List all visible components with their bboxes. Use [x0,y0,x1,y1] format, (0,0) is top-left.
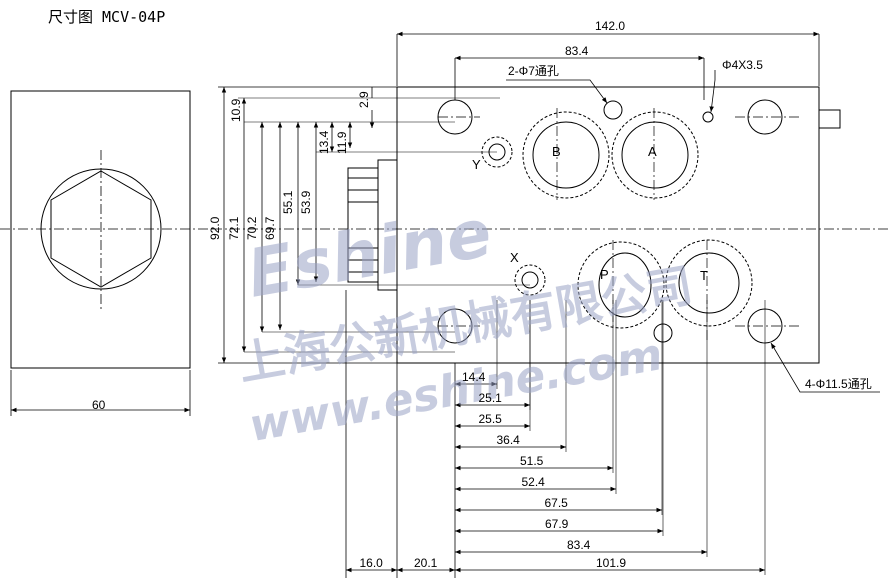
dim-11-9: 11.9 [335,131,349,154]
dim-x-101-9: 101.9 [596,556,626,570]
vertical-dims: 92.0 72.1 70.2 69.7 55.1 53.9 13.4 11.9 … [208,91,371,240]
port-x-label: X [510,250,519,265]
port-t-inner [678,252,740,314]
left-view [0,90,212,416]
dim-55-1: 55.1 [281,190,295,214]
port-b-inner [532,121,600,189]
dim-70-2: 70.2 [245,216,259,240]
body-outline [396,86,820,364]
dim-x-52-4: 52.4 [522,475,546,489]
dim-left-view-width: 60 [92,398,106,412]
dim-10-9: 10.9 [229,98,243,122]
ports [522,111,753,329]
port-y-label: Y [472,157,481,172]
port-a-inner [621,121,689,189]
port-p-inner [598,252,652,318]
callout-thru-small: 2-Φ7通孔 [508,64,559,78]
dim-x-16-0: 16.0 [360,556,384,570]
dim-hole-span-top: 83.4 [565,44,589,58]
port-a-outer [611,111,699,199]
mount-hole-bl [437,308,473,344]
bottom-dims [345,290,766,578]
thru-hole-small-top [603,100,623,120]
port-p-label: P [600,267,609,282]
dim-x-25-5: 25.5 [479,412,503,426]
dim-69-7: 69.7 [263,216,277,240]
dim-x-20-1: 20.1 [414,556,438,570]
dim-x-25-1: 25.1 [479,391,503,405]
main-body [347,86,841,364]
pin-hole [702,111,714,123]
callout-thru-large: 4-Φ11.5通孔 [805,377,872,391]
left-view-outline [10,90,191,369]
port-a-label: A [648,144,657,159]
dim-2-9: 2.9 [357,91,371,108]
dim-overall-width: 142.0 [595,19,625,33]
dim-x-83-4: 83.4 [567,538,591,552]
port-p-outer [577,241,665,329]
dim-72-1: 72.1 [227,216,241,240]
dim-x-67-5: 67.5 [545,496,569,510]
dim-x-67-9: 67.9 [545,517,569,531]
mount-hole-tr [747,99,783,135]
dim-13-4: 13.4 [317,130,331,154]
port-x-hole [521,271,539,289]
dim-x-14-4: 14.4 [462,370,486,384]
hexagon-outline [50,170,152,288]
drawing-title: 尺寸图 MCV-04P [48,8,166,26]
port-b-outer [522,111,610,199]
callout-pin-hole: Φ4X3.5 [722,58,763,72]
dim-height: 92.0 [208,216,222,240]
dim-53-9: 53.9 [299,190,313,214]
dim-x-36-4: 36.4 [497,433,521,447]
port-b-label: B [552,144,561,159]
dim-x-51-5: 51.5 [520,454,544,468]
port-t-outer [665,239,753,327]
port-t-label: T [700,268,708,283]
